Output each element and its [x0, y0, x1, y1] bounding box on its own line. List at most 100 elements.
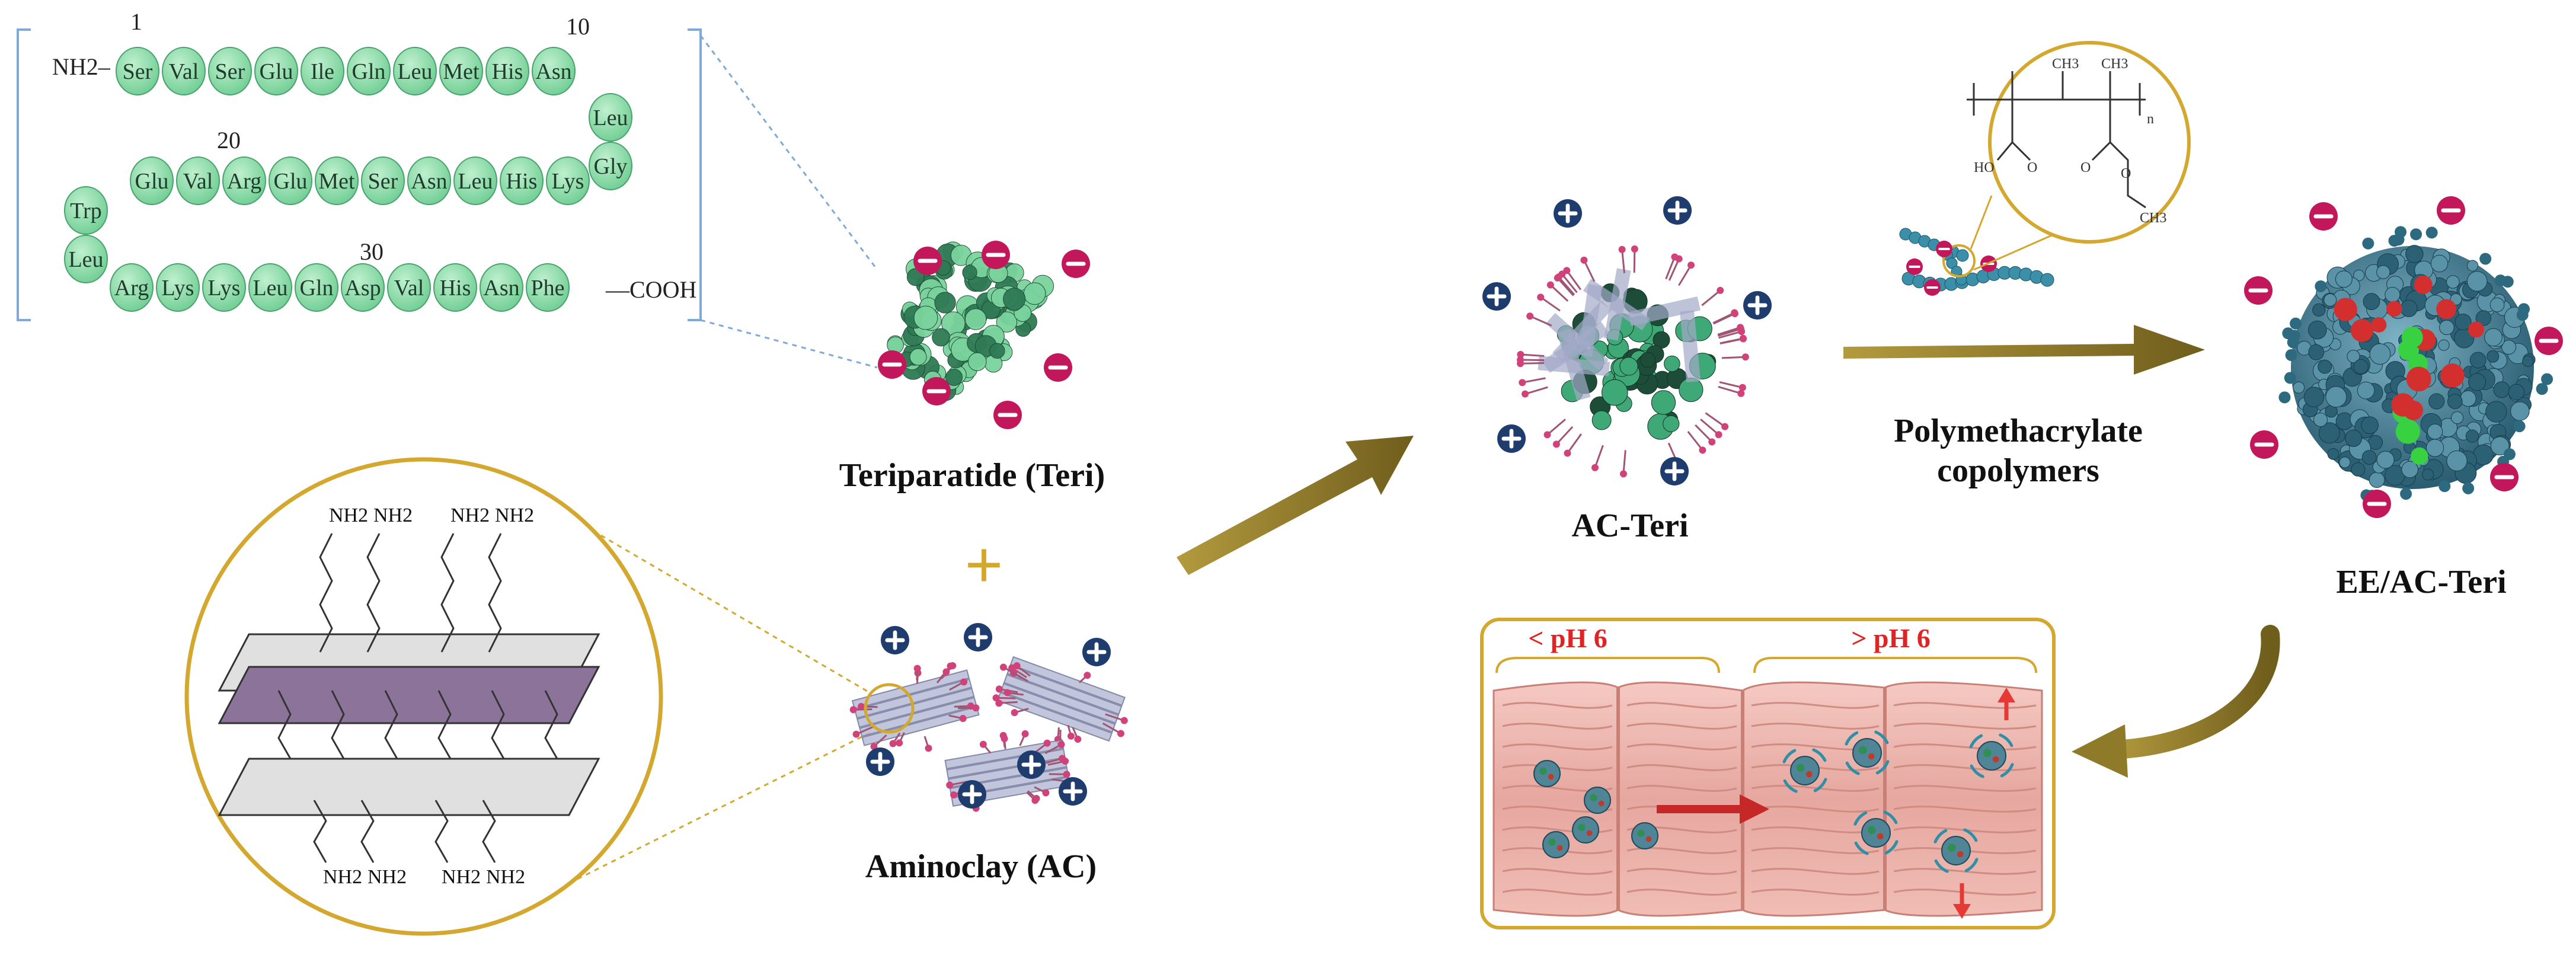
positive-charge-icon — [1482, 282, 1511, 311]
index-10: 10 — [566, 13, 590, 40]
negative-charge-icon — [2250, 430, 2278, 459]
amino-acid-label: Arg — [114, 276, 149, 301]
amino-acid-bead: Leu — [64, 235, 108, 283]
amino-acid-label: Leu — [593, 106, 628, 130]
nanoparticle-icon — [1584, 787, 1611, 814]
amino-acid-bead: Phe — [526, 263, 570, 312]
amino-acid-bead: Lys — [202, 263, 246, 312]
nanoparticle-icon — [1782, 748, 1827, 793]
amino-acid-label: Lys — [552, 169, 584, 194]
nanoparticle-icon — [1933, 828, 1979, 873]
amino-acid-label: Leu — [397, 59, 432, 84]
negative-charge-icon — [1062, 250, 1090, 278]
positive-charge-icon — [1497, 424, 1526, 453]
amine-top-1: NH2 — [329, 504, 368, 526]
negative-charge-icon — [913, 247, 942, 275]
ee-ac-teri-nanoparticle — [2244, 196, 2563, 518]
negative-charge-icon — [922, 377, 951, 405]
negative-charge-icon — [1936, 241, 1952, 257]
polymer-label-line1: Polymethacrylate — [1894, 413, 2143, 449]
positive-charge-icon — [1663, 196, 1692, 225]
amino-acid-bead: His — [485, 47, 529, 95]
amino-acid-bead: Met — [439, 47, 483, 95]
nanoparticle-icon — [1533, 760, 1561, 787]
positive-charge-icon — [1660, 457, 1689, 485]
amino-acid-label: Glu — [274, 169, 308, 194]
amine-bottom-3: NH2 — [442, 866, 481, 888]
amino-acid-label: Asp — [344, 276, 381, 301]
negative-charge-icon — [2490, 463, 2519, 491]
plus-sign: + — [965, 528, 1003, 601]
n-terminus: NH2– — [52, 53, 111, 80]
negative-charge-icon — [2309, 202, 2338, 231]
nanoparticle-icon — [1853, 810, 1899, 855]
amino-acid-label: His — [492, 59, 523, 84]
polymer-zoom-marker — [1942, 244, 1976, 277]
index-20: 20 — [217, 127, 241, 154]
amino-acid-bead: Val — [162, 47, 206, 95]
ph-low-brace — [1495, 657, 1720, 673]
nanoparticle-icon — [1631, 822, 1658, 849]
clay-sheet — [849, 662, 980, 752]
amino-acid-label: Val — [394, 276, 424, 301]
amino-acid-label: Asn — [411, 169, 447, 194]
ph-high-brace — [1753, 657, 2037, 673]
ee-ac-teri-label: EE/AC-Teri — [2336, 564, 2506, 600]
zoom-line-ac-top — [592, 529, 872, 695]
negative-charge-icon — [1924, 279, 1941, 296]
amino-acid-bead: Arg — [222, 156, 266, 205]
zoom-line-polymer-1 — [1970, 195, 1993, 250]
amino-acid-bead: Leu — [393, 47, 437, 95]
process-arrow-icon — [1177, 436, 1414, 575]
positive-charge-icon — [881, 626, 909, 654]
positive-charge-icon — [964, 623, 992, 651]
polymer-ch3-3: CH3 — [2140, 210, 2166, 226]
amino-acid-label: His — [440, 276, 471, 301]
intestine-panel: < pH 6 > pH 6 — [1480, 618, 2056, 929]
amino-acid-bead: Leu — [453, 156, 497, 205]
ac-zoom-marker — [864, 683, 915, 734]
negative-charge-icon — [2535, 327, 2563, 355]
negative-charge-icon — [2437, 196, 2465, 225]
amino-acid-label: Gln — [300, 276, 334, 301]
amino-acid-label: His — [506, 169, 538, 194]
clay-sheet — [992, 656, 1128, 747]
clay-sheet-middle — [218, 666, 600, 724]
amino-acid-label: Lys — [162, 276, 194, 301]
amino-acid-bead: Leu — [248, 263, 292, 312]
amino-acid-label: Gln — [352, 59, 386, 84]
polymer-o3: O — [2121, 166, 2131, 181]
amino-acid-bead: Ser — [116, 47, 159, 95]
amino-acid-bead: Arg — [110, 263, 154, 312]
amino-acid-label: Leu — [253, 276, 287, 301]
zoom-line-peptide-top — [699, 35, 878, 270]
amino-acid-bead: Met — [315, 156, 359, 205]
amino-acid-label: Ser — [368, 169, 398, 194]
amine-bottom-1: NH2 — [323, 866, 362, 888]
amino-acid-label: Val — [169, 59, 199, 84]
positive-charge-icon — [1554, 199, 1582, 228]
polymer-chain-illustration — [1899, 228, 2054, 296]
amino-acid-bead: Glu — [254, 47, 298, 95]
amino-acid-label: Glu — [260, 59, 293, 84]
amino-acid-label: Gly — [594, 154, 628, 179]
nanoparticle-icon — [1572, 816, 1599, 844]
polymer-ch3-2: CH3 — [2101, 56, 2128, 72]
amine-top-4: NH2 — [495, 504, 534, 526]
negative-charge-icon — [1906, 258, 1923, 275]
negative-charge-icon — [1044, 353, 1072, 382]
clay-sheet-bottom — [218, 758, 600, 816]
amino-acid-bead: Asn — [532, 47, 576, 95]
polymer-structure-zoom: HO O O O CH3 CH3 CH3 n — [1967, 41, 2191, 244]
c-terminus: —COOH — [605, 276, 696, 303]
teriparatide-molecule — [878, 241, 1090, 429]
process-arrow-icon — [2072, 625, 2280, 778]
amino-acid-bead: Asn — [407, 156, 451, 205]
amino-acid-bead: Asp — [341, 263, 385, 312]
positive-charge-icon — [1082, 638, 1111, 666]
intestine-tube — [1492, 681, 2043, 917]
amino-acid-bead: Val — [387, 263, 431, 312]
amino-acid-label: Arg — [227, 169, 261, 194]
amino-acid-bead: Trp — [64, 186, 108, 235]
